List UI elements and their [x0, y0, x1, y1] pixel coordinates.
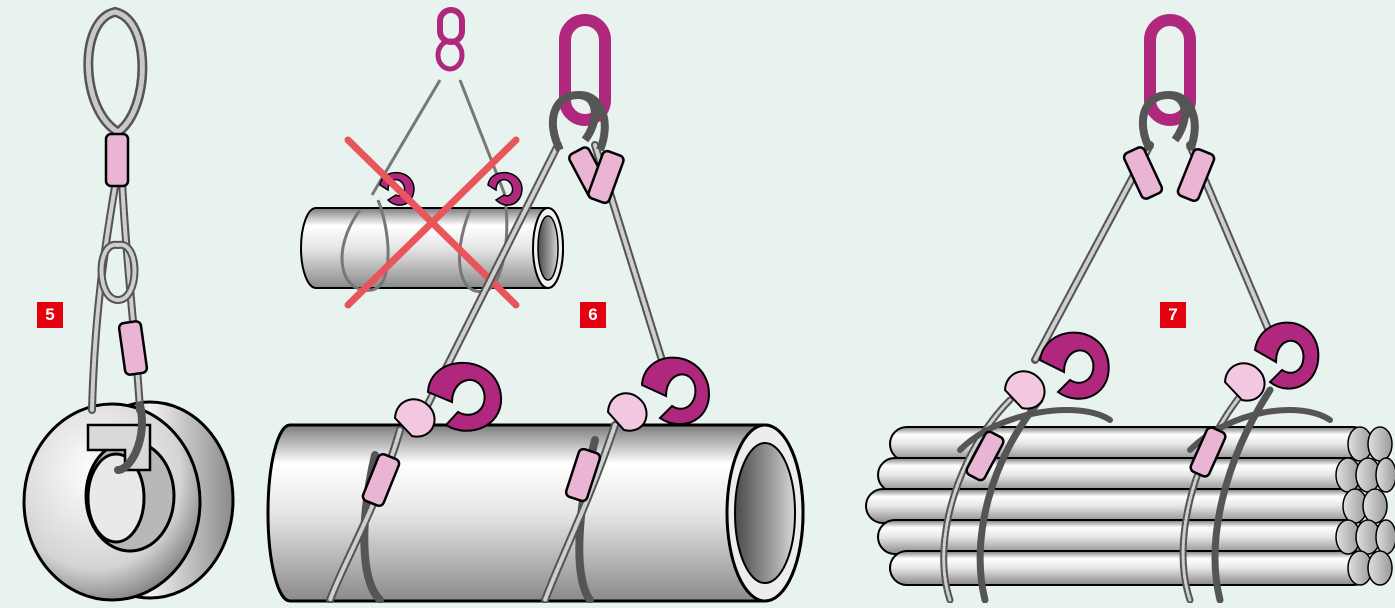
- lifting-hook-icon: [1040, 323, 1318, 399]
- large-pipe: [268, 425, 803, 601]
- ring-load: [24, 402, 233, 600]
- ferrule: [118, 321, 147, 376]
- ferrule: [106, 134, 128, 186]
- figure-6-incorrect-method: [301, 10, 563, 305]
- figure-7-bundle-lift: [866, 20, 1395, 600]
- figure-7-badge: 7: [1160, 302, 1186, 328]
- thimbles: [1005, 363, 1265, 408]
- figure-6-correct-method: [268, 20, 803, 601]
- lifting-hook-icon: [428, 358, 709, 431]
- figure-6-badge: 6: [580, 302, 606, 328]
- single-leg-choker-sling: [88, 12, 142, 470]
- small-master-link-icon: [438, 10, 462, 69]
- figure-5-badge: 5: [37, 302, 63, 328]
